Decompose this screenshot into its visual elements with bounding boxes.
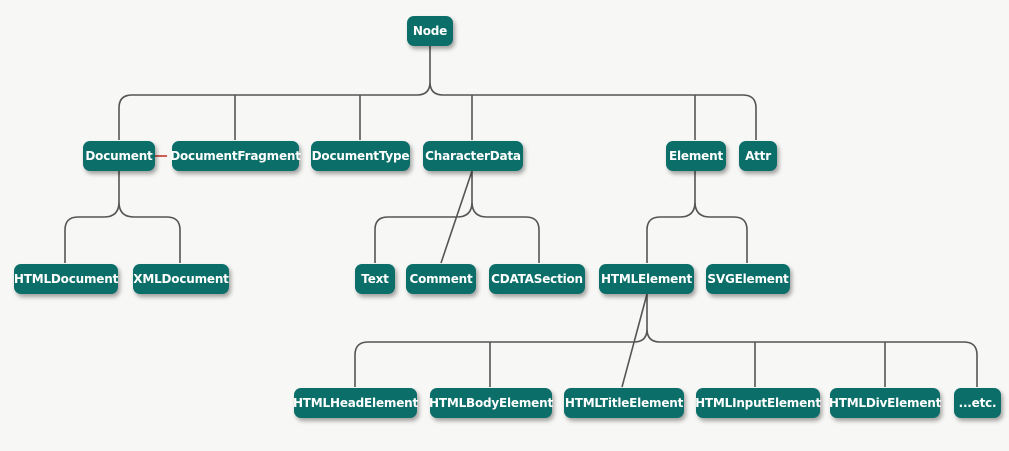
node-html-input-element: HTMLInputElement: [695, 388, 821, 418]
node-html-title-element: HTMLTitleElement: [564, 388, 684, 418]
node-node: Node: [407, 16, 453, 46]
node-html-element: HTMLElement: [599, 264, 694, 294]
node-cdata-section: CDATASection: [489, 264, 585, 294]
node-document-type: DocumentType: [311, 141, 410, 171]
connector-characterdata-children: [374, 170, 540, 264]
connector-htmlelement-children: [354, 293, 978, 388]
node-etc: ...etc.: [954, 388, 1001, 418]
node-character-data: CharacterData: [423, 141, 523, 171]
node-text: Text: [355, 264, 395, 294]
node-html-document: HTMLDocument: [14, 264, 118, 294]
connector-document-children: [64, 171, 181, 263]
node-xml-document: XMLDocument: [133, 264, 229, 294]
node-svg-element: SVGElement: [706, 264, 790, 294]
node-element: Element: [666, 141, 726, 171]
node-html-body-element: HTMLBodyElement: [429, 388, 553, 418]
node-attr: Attr: [739, 141, 777, 171]
node-document-fragment: DocumentFragment: [170, 141, 301, 171]
node-html-head-element: HTMLHeadElement: [293, 388, 418, 418]
node-comment: Comment: [406, 264, 476, 294]
connector-element-children: [646, 171, 748, 263]
node-html-div-element: HTMLDivElement: [829, 388, 941, 418]
connector-node-children: [118, 46, 757, 140]
node-document: Document: [83, 141, 155, 171]
